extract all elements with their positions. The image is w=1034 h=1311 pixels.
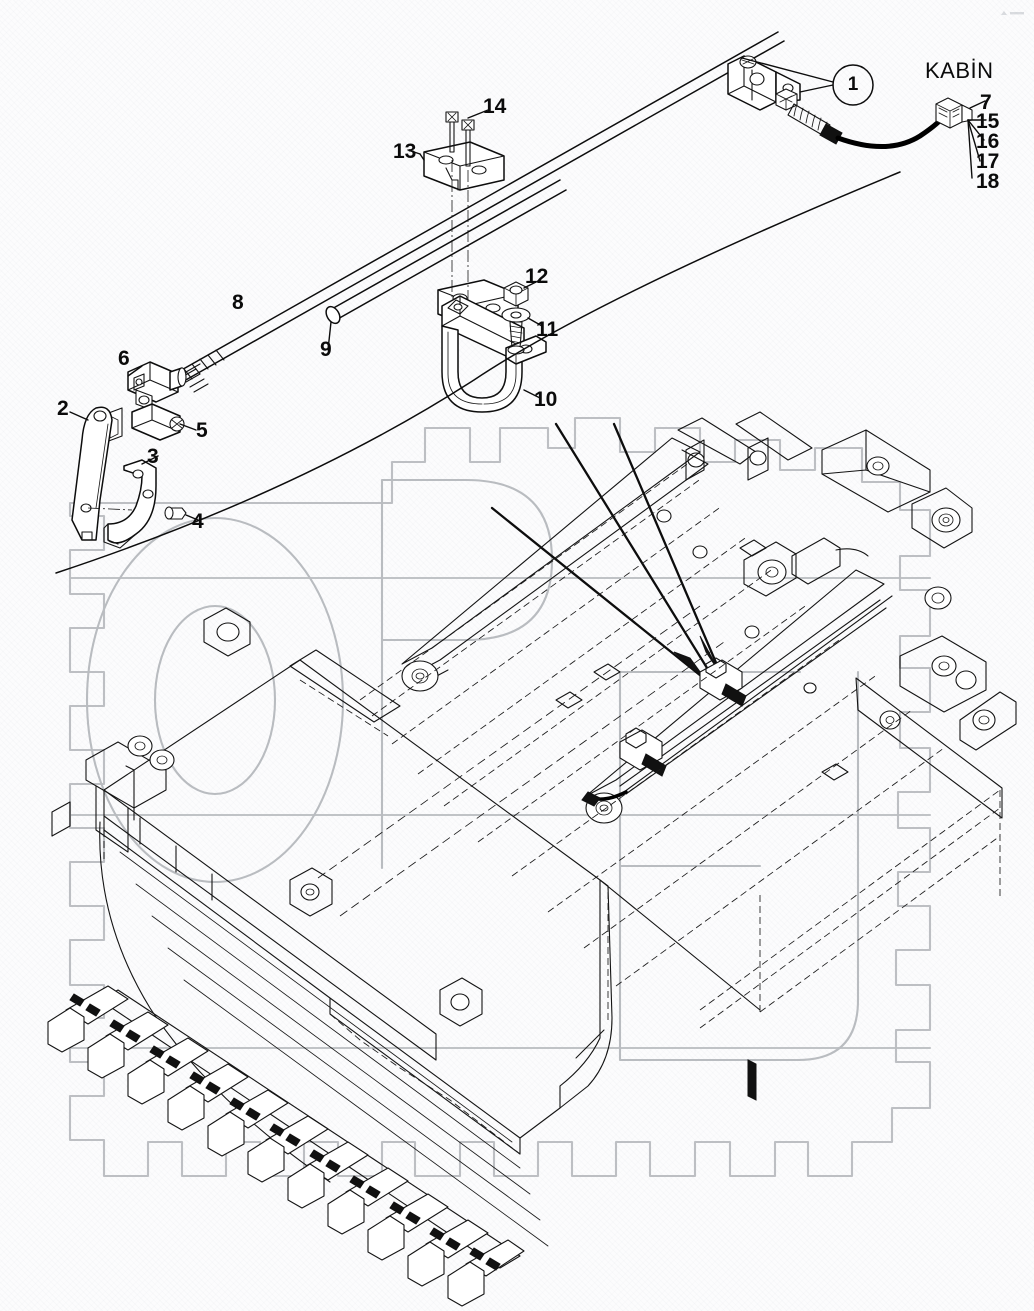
item-label-5: 5 — [196, 419, 208, 442]
item-label-3: 3 — [147, 445, 159, 468]
item-label-2: 2 — [57, 397, 69, 420]
part-6-clevis-end — [127, 361, 187, 411]
leader-3 — [141, 455, 159, 465]
part-2-lever-arm — [69, 406, 133, 541]
bucket-tilt-link — [289, 867, 483, 1027]
leader-11 — [527, 317, 543, 327]
cabin-label: KABİN — [925, 58, 994, 83]
bucket-tooth — [127, 1037, 209, 1105]
machine-frame-dashed — [699, 677, 1017, 1029]
leader-5 — [179, 423, 197, 431]
item-label-7: 7 — [980, 91, 992, 114]
corner-artifact-mark — [1001, 11, 1024, 15]
bucket-tooth — [447, 1239, 525, 1307]
machine-hardware-details — [555, 509, 849, 1101]
item-label-9: 9 — [320, 338, 332, 361]
part-13-clamp-block-upper — [423, 141, 505, 191]
item-label-6: 6 — [118, 347, 130, 370]
assembly-pointer-arrows — [490, 422, 723, 682]
item-label-10: 10 — [534, 388, 558, 411]
machine-hidden-lines — [317, 461, 945, 987]
leader-2 — [69, 411, 89, 421]
watermark-bands — [68, 576, 932, 1050]
callout-1-number: 1 — [847, 74, 859, 95]
bucket-mount-linkage — [51, 735, 175, 853]
leader-13 — [419, 153, 425, 161]
control-cable — [835, 113, 947, 149]
leader-6 — [127, 365, 143, 377]
item-label-17: 17 — [976, 150, 1000, 173]
bucket — [99, 659, 761, 1247]
part-5-pin-block — [105, 403, 197, 443]
bucket-teeth-row — [47, 985, 525, 1307]
clamp-assembly-centerlines — [451, 160, 469, 310]
bucket-tooth — [207, 1089, 289, 1157]
bucket-tooth — [327, 1167, 409, 1235]
item-label-16: 16 — [976, 130, 1000, 153]
item-label-4: 4 — [192, 510, 204, 533]
cable-hex-nut — [775, 88, 798, 111]
watermark-gear — [68, 416, 932, 1178]
cabin-end-fitting — [935, 97, 973, 129]
loader-left-arm — [203, 607, 401, 737]
part-9-tube — [325, 179, 567, 351]
loader-upper-frame — [677, 411, 987, 730]
item-label-18: 18 — [976, 170, 1000, 193]
bucket-tooth — [247, 1115, 329, 1183]
part-10-hose-clamp — [441, 295, 547, 413]
item-label-15: 15 — [976, 110, 1000, 133]
bucket-tooth — [87, 1011, 169, 1079]
bucket-tooth — [167, 1063, 249, 1131]
bucket-cylinder — [743, 537, 869, 597]
part-4-bolt — [164, 506, 199, 521]
leader-14 — [467, 109, 489, 119]
bucket-tooth — [367, 1193, 449, 1261]
item-label-11: 11 — [536, 318, 559, 341]
bucket-tooth — [287, 1141, 369, 1209]
item-label-13: 13 — [393, 140, 417, 163]
part-14-socket-head-screws — [445, 111, 475, 167]
bucket-tooth — [47, 985, 129, 1053]
leaders-7-15-16-17-18 — [967, 100, 987, 179]
part-8-control-rod — [175, 31, 785, 393]
view-divider-curve — [55, 171, 901, 574]
item-label-8: 8 — [232, 291, 244, 314]
item-label-14: 14 — [483, 95, 507, 118]
machine-loader-assembly — [47, 411, 1017, 1307]
callout-1-circle — [741, 57, 874, 106]
installed-rod-and-clamps — [581, 599, 887, 807]
leader-4 — [185, 514, 199, 521]
bucket-tooth — [407, 1219, 489, 1287]
item-label-12: 12 — [525, 265, 549, 288]
part-3-bracket — [103, 455, 159, 549]
leader-12 — [523, 279, 541, 289]
